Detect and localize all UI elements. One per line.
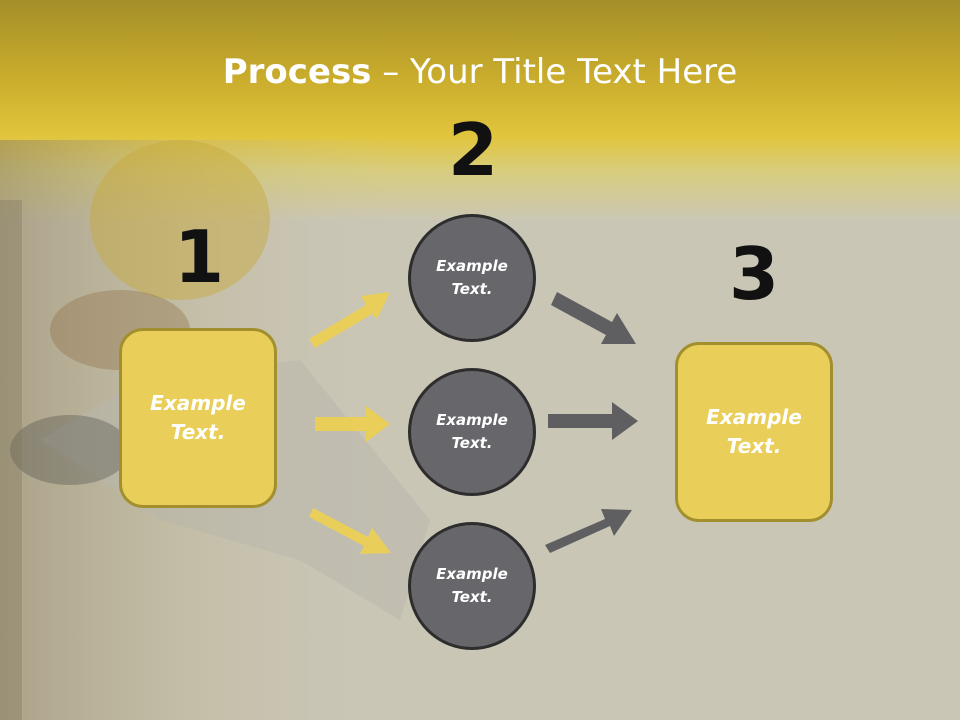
step-2-circle-bottom: Example Text. [408, 522, 536, 650]
arrow-1-to-2-middle [315, 406, 390, 442]
step-2-text-bottom: Example Text. [436, 565, 508, 606]
arrow-1-to-2-top [309, 292, 390, 348]
title-rest: – Your Title Text Here [371, 52, 738, 92]
step-2-circle-top: Example Text. [408, 214, 536, 342]
step-2-number: 2 [447, 108, 499, 192]
step-3-number: 3 [728, 232, 780, 316]
arrow-2-to-3-bottom [545, 509, 632, 553]
arrow-2-to-3-middle [548, 402, 638, 440]
arrow-2-to-3-top [551, 292, 636, 344]
step-1-text: Example Text. [150, 391, 246, 444]
step-3-box: Example Text. [675, 342, 833, 522]
step-2-text-top: Example Text. [436, 257, 508, 298]
step-3-text: Example Text. [706, 405, 802, 458]
step-2-circle-middle: Example Text. [408, 368, 536, 496]
arrow-1-to-2-bottom [309, 508, 391, 554]
step-1-box: Example Text. [119, 328, 277, 508]
title-bold: Process [222, 52, 372, 92]
step-1-number: 1 [173, 215, 225, 299]
slide-title: Process – Your Title Text Here [0, 52, 960, 92]
step-2-text-middle: Example Text. [436, 411, 508, 452]
